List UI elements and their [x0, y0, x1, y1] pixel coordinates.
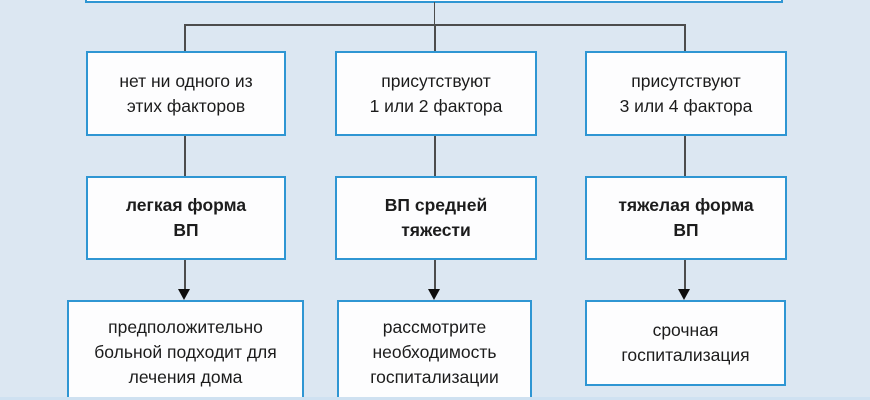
box-text-line: ВП: [673, 220, 699, 240]
severity-box-mild: легкая форма ВП: [86, 176, 286, 260]
action-box-urgent-hospitalization: срочная госпитализация: [585, 300, 786, 386]
connector-row1-row2-left: [184, 136, 186, 177]
box-text-line: лечения дома: [128, 367, 243, 387]
box-text-line: срочная: [652, 320, 719, 340]
box-text-line: больной подходит для: [94, 342, 277, 362]
arrow-down-icon: [678, 289, 691, 300]
box-text-line: необходимость: [372, 342, 497, 362]
box-text-line: 1 или 2 фактора: [369, 95, 503, 116]
box-text-line: этих факторов: [126, 95, 246, 116]
connector-top-stem: [433, 2, 435, 25]
arrow-down-icon: [428, 289, 441, 300]
box-text-line: предположительно: [108, 317, 263, 337]
connector-drop-left: [184, 25, 186, 51]
connector-row2-row3-right: [684, 260, 686, 291]
factors-box-none: нет ни одного из этих факторов: [86, 51, 286, 136]
box-text-line: госпитализации: [370, 367, 499, 387]
box-text-line: тяжести: [401, 220, 471, 240]
connector-drop-center: [434, 25, 436, 51]
connector-drop-right: [684, 25, 686, 51]
arrow-down-icon: [178, 289, 191, 300]
box-text-line: ВП средней: [384, 195, 488, 215]
box-text-line: тяжелая форма: [618, 195, 754, 215]
bottom-edge-strip: [0, 397, 870, 400]
box-text-line: нет ни одного из: [119, 70, 253, 91]
connector-row2-row3-left: [184, 260, 186, 291]
connector-branch-horizontal: [184, 24, 686, 26]
severity-box-severe: тяжелая форма ВП: [585, 176, 787, 260]
box-text-line: присутствуют: [631, 70, 741, 91]
box-text-line: госпитализация: [621, 345, 750, 365]
connector-row1-row2-right: [684, 136, 686, 177]
box-text-line: присутствуют: [381, 70, 491, 91]
action-box-home-treatment: предположительно больной подходит для ле…: [67, 300, 304, 400]
factors-box-three-four: присутствуют 3 или 4 фактора: [585, 51, 787, 136]
factors-box-one-two: присутствуют 1 или 2 фактора: [335, 51, 537, 136]
box-text-line: 3 или 4 фактора: [619, 95, 753, 116]
connector-row2-row3-center: [434, 260, 436, 291]
connector-row1-row2-center: [434, 136, 436, 177]
box-text-line: ВП: [173, 220, 199, 240]
box-text-line: рассмотрите: [382, 317, 487, 337]
box-text-line: легкая форма: [125, 195, 247, 215]
severity-box-moderate: ВП средней тяжести: [335, 176, 537, 260]
action-box-consider-hospitalization: рассмотрите необходимость госпитализации: [337, 300, 532, 400]
